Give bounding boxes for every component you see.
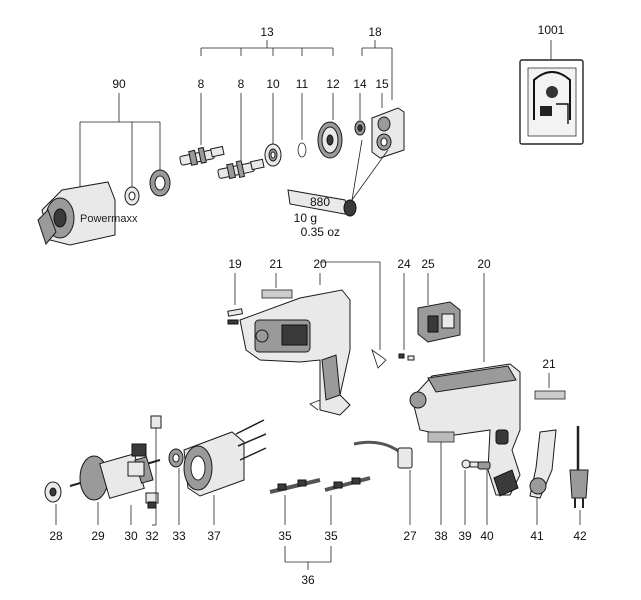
label-39: 39 [458,529,472,543]
label-8-spindle-b: 8 [238,77,245,91]
spindle-part-8a [179,145,225,166]
stator-part-37 [183,419,267,497]
carbon-brush-part-32 [150,415,162,440]
group-13-bracket: 13 [200,25,334,56]
cable-part-27 [353,440,413,469]
label-plate-part-21-right [534,390,566,400]
label-11: 11 [296,77,309,91]
retaining-ring-part-11 [297,142,307,158]
label-plate-part-21-left [261,289,293,299]
label-24: 24 [397,257,411,271]
label-20-right: 20 [477,257,491,271]
bearing-plate-part-15 [371,107,405,159]
switch-part-25 [417,301,461,343]
label-41: 41 [530,529,544,543]
power-cord-part-42 [569,426,589,508]
brand-marking: Powermaxx [80,213,138,225]
clip-part-39 [461,459,479,469]
group-18-bracket: 18 [361,25,393,56]
label-38: 38 [434,529,448,543]
label-37: 37 [207,529,221,543]
housing-right-assembled-part-20 [409,363,521,497]
label-33: 33 [172,529,186,543]
label-14: 14 [353,77,367,91]
label-40: 40 [480,529,494,543]
small-parts-part-24 [398,353,415,361]
label-21-right: 21 [542,357,556,371]
label-21-left: 21 [269,257,283,271]
label-27: 27 [403,529,417,543]
label-28: 28 [49,529,63,543]
small-gear-part-14 [354,120,366,136]
chuck-housing-part-90: Powermaxx [37,181,138,246]
grease-weight-g: 10 g [294,211,317,225]
grease-tube-880: 880 10 g 0.35 oz [287,139,389,239]
part-40 [477,461,491,470]
label-18: 18 [368,25,382,39]
accessory-1001-box: 1001 [519,23,584,145]
label-plate-part-38 [427,431,455,443]
label-8-spindle-a: 8 [198,77,205,91]
label-32: 32 [145,529,159,543]
label-29: 29 [91,529,105,543]
chuck-ring-part-small [124,186,140,206]
grease-weight-oz: 0.35 oz [301,225,340,239]
label-25: 25 [421,257,435,271]
label-15: 15 [375,77,389,91]
label-12: 12 [326,77,340,91]
housing-half-left-part-20 [239,289,351,416]
brush-holder-part-30 [127,443,159,509]
gear-part-12 [317,121,343,159]
label-30: 30 [124,529,138,543]
nut-part-28 [44,481,62,503]
label-35-a: 35 [278,529,292,543]
bearing-part-33 [168,448,184,468]
grease-code: 880 [310,195,330,209]
label-90: 90 [112,77,126,91]
label-10: 10 [266,77,280,91]
label-36: 36 [301,573,315,587]
screw-part-19 [227,308,243,325]
label-20-left: 20 [313,257,327,271]
label-13: 13 [260,25,274,39]
bearing-part-10 [264,143,282,167]
group-90-bracket: 90 [79,77,161,198]
label-35-b: 35 [324,529,338,543]
label-19: 19 [228,257,242,271]
connector-parts-35 [269,476,371,494]
label-1001: 1001 [538,23,565,37]
chuck-ring-part-large [149,169,171,197]
cable-guard-part-41 [529,429,557,499]
label-42: 42 [573,529,587,543]
spindle-part-8b [217,158,265,180]
spring-clip [371,348,387,369]
